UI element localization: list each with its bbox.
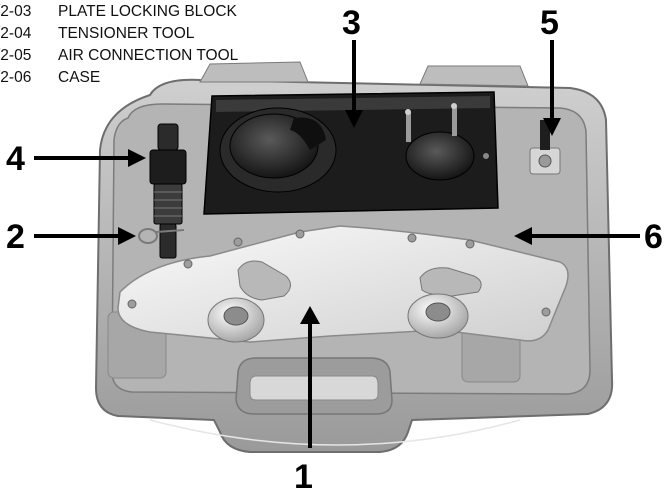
- part-name: CASE: [58, 69, 100, 86]
- parts-list-row: /2-05 AIR CONNECTION TOOL: [0, 47, 239, 64]
- callout-2: 2: [6, 218, 25, 256]
- setting-plate: [117, 225, 569, 343]
- part-name: AIR CONNECTION TOOL: [58, 47, 239, 64]
- parts-list-row: /2-03 PLATE LOCKING BLOCK: [0, 3, 238, 20]
- plate-locking-block: [203, 91, 499, 215]
- air-connection-tool: [149, 123, 187, 259]
- callout-1: 1: [294, 458, 313, 496]
- arrowhead-3: [345, 110, 363, 128]
- arrowhead-2: [118, 227, 136, 245]
- tensioner-tool: [529, 120, 561, 175]
- callout-6: 6: [644, 218, 663, 256]
- parts-list-row: /2-06 CASE: [0, 69, 100, 86]
- arrowhead-1: [300, 306, 320, 324]
- part-name: PLATE LOCKING BLOCK: [58, 3, 238, 20]
- part-name: TENSIONER TOOL: [58, 25, 195, 42]
- parts-list: /2-03 PLATE LOCKING BLOCK /2-04 TENSIONE…: [0, 3, 239, 86]
- part-code: /2-06: [0, 69, 31, 86]
- parts-list-row: /2-04 TENSIONER TOOL: [0, 25, 195, 42]
- part-code: /2-04: [0, 25, 32, 42]
- callout-arrows: [34, 40, 640, 448]
- callout-3: 3: [342, 4, 361, 42]
- callout-5: 5: [540, 4, 559, 42]
- part-code: /2-05: [0, 47, 31, 64]
- part-code: /2-03: [0, 3, 31, 20]
- arrowhead-6: [514, 227, 532, 245]
- retaining-pin: [138, 228, 185, 244]
- arrowhead-5: [543, 118, 561, 136]
- callout-numbers: 1 2 3 4 5 6: [6, 4, 663, 496]
- callout-4: 4: [6, 140, 25, 178]
- arrowhead-4: [128, 149, 146, 167]
